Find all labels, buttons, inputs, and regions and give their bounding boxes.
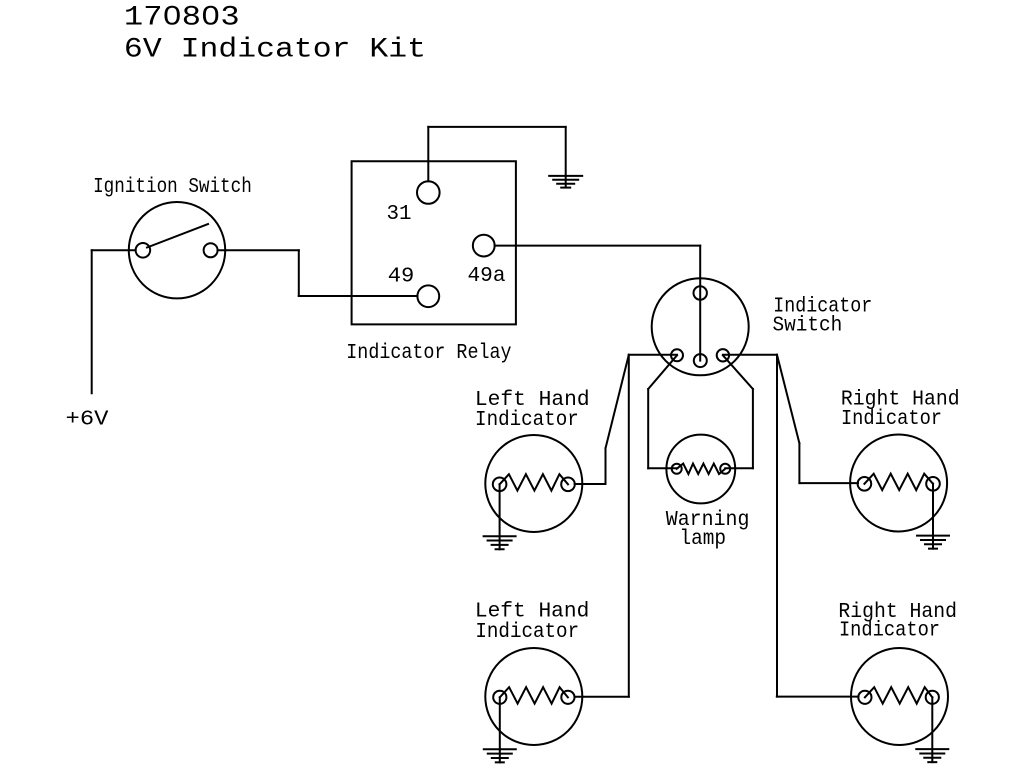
svg-text:170803: 170803 <box>124 3 240 34</box>
svg-text:Ignition Switch: Ignition Switch <box>93 176 252 199</box>
svg-text:Right Hand: Right Hand <box>841 389 960 412</box>
svg-text:Left Hand: Left Hand <box>475 389 590 412</box>
svg-text:49: 49 <box>388 265 415 288</box>
svg-text:49a: 49a <box>468 265 506 288</box>
svg-text:Indicator: Indicator <box>773 296 872 319</box>
svg-text:Right Hand: Right Hand <box>838 601 957 624</box>
svg-text:Indicator: Indicator <box>475 621 579 644</box>
svg-text:Indicator: Indicator <box>475 409 579 432</box>
svg-text:6V Indicator Kit: 6V Indicator Kit <box>124 35 426 66</box>
svg-text:31: 31 <box>387 203 412 226</box>
svg-text:Indicator: Indicator <box>841 408 942 431</box>
svg-text:Indicator Relay: Indicator Relay <box>346 342 511 365</box>
svg-text:lamp: lamp <box>680 528 727 551</box>
svg-text:+6V: +6V <box>66 409 109 432</box>
svg-text:Indicator: Indicator <box>839 620 940 643</box>
svg-text:Switch: Switch <box>773 315 843 338</box>
svg-text:Left Hand: Left Hand <box>475 601 589 624</box>
svg-text:Warning: Warning <box>666 509 750 532</box>
